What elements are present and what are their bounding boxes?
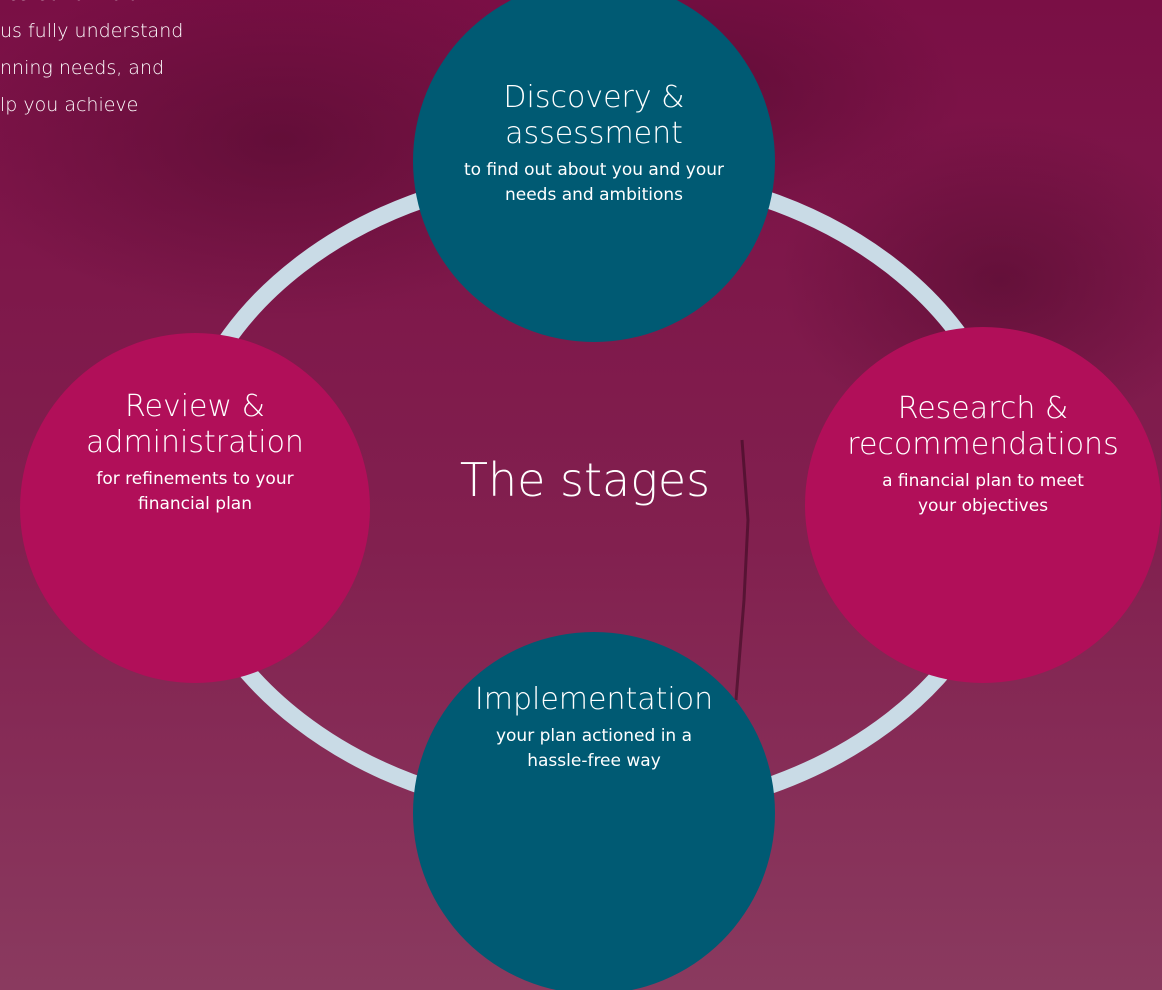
- stage-title: recommendations: [847, 427, 1119, 462]
- intro-text: tested formula us fully understand nning…: [0, 0, 300, 124]
- stage-discovery: Discovery & assessment to find out about…: [413, 0, 775, 342]
- intro-line: tested formula: [0, 0, 300, 13]
- intro-line: us fully understand: [0, 20, 184, 42]
- stage-description: your plan actioned in a hassle-free way: [495, 726, 693, 771]
- center-title: The stages: [459, 453, 711, 507]
- stage-title: Review &: [125, 389, 265, 424]
- stage-research: Research & recommendations a financial p…: [805, 327, 1161, 683]
- intro-line: lp you achieve: [0, 94, 139, 116]
- stage-description: to find out about you and your needs and…: [463, 160, 725, 205]
- intro-line: nning needs, and: [0, 57, 165, 79]
- stage-title: Discovery &: [503, 80, 685, 115]
- stage-title: administration: [86, 425, 304, 460]
- stage-title: assessment: [505, 116, 683, 151]
- stage-title: Implementation: [474, 682, 714, 717]
- stage-description: a financial plan to meet your objectives: [882, 471, 1084, 516]
- stage-implementation: Implementation your plan actioned in a h…: [413, 632, 775, 990]
- stage-description: for refinements to your financial plan: [96, 469, 294, 514]
- stage-review: Review & administration for refinements …: [20, 333, 370, 683]
- stage-title: Research &: [897, 391, 1069, 426]
